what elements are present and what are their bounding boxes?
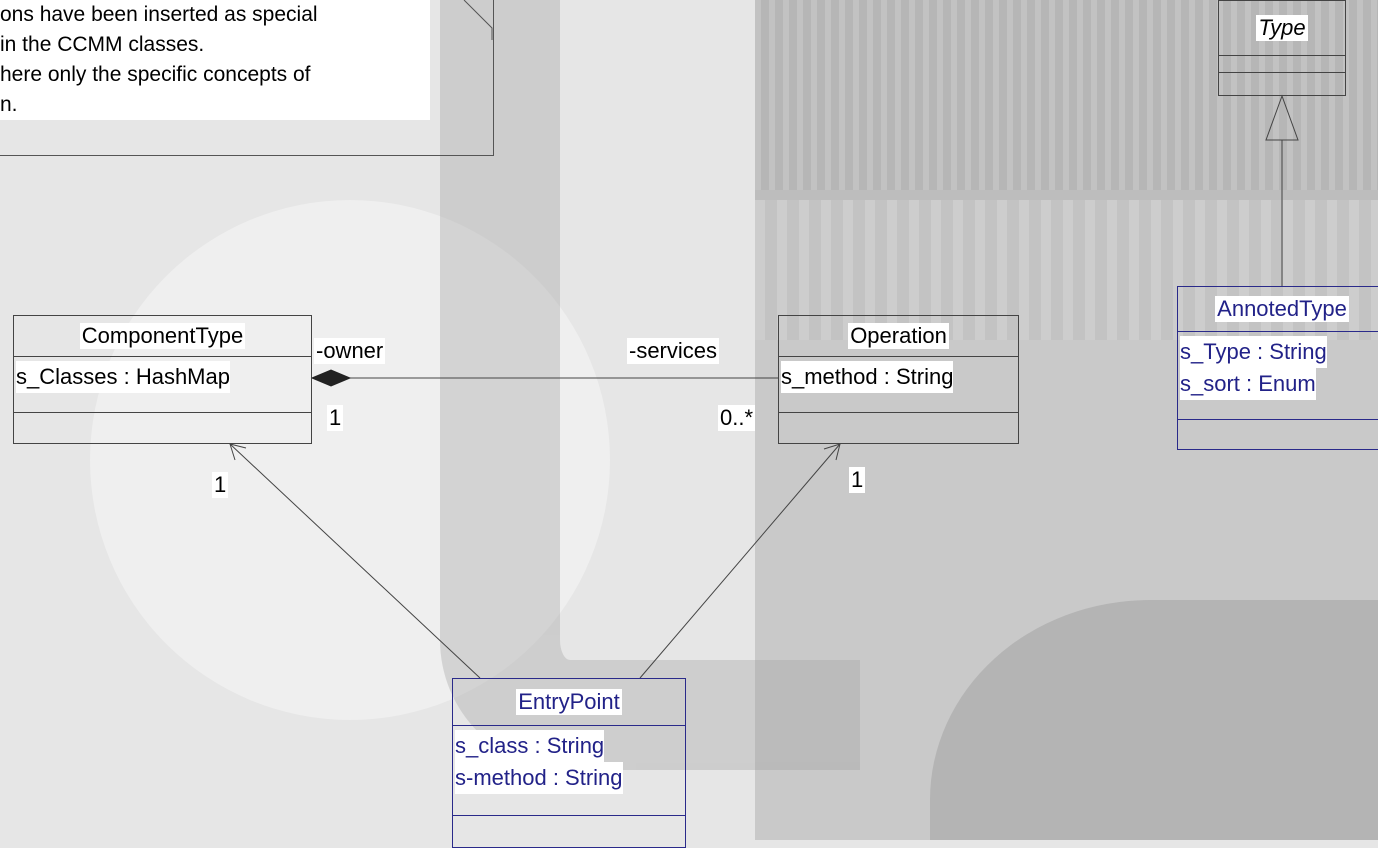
class-componenttype-name: ComponentType xyxy=(79,323,246,349)
attribute-s-classes: s_Classes : HashMap xyxy=(16,361,230,393)
class-componenttype-header: ComponentType xyxy=(14,316,311,357)
class-annotedtype-header: AnnotedType xyxy=(1178,287,1378,332)
class-type-header: Type xyxy=(1219,1,1345,56)
class-entrypoint-header: EntryPoint xyxy=(453,679,685,726)
multiplicity-services: 0..* xyxy=(718,405,756,431)
class-entrypoint-name: EntryPoint xyxy=(516,689,622,715)
background-globe-image xyxy=(90,200,610,720)
class-entrypoint-attributes: s_class : String s-method : String xyxy=(453,726,685,816)
multiplicity-owner: 1 xyxy=(327,405,344,431)
class-type[interactable]: Type xyxy=(1218,0,1346,96)
attribute-s-method: s_method : String xyxy=(781,361,954,393)
class-annotedtype-name: AnnotedType xyxy=(1215,296,1349,322)
note-fold-corner xyxy=(463,0,493,40)
class-annotedtype[interactable]: AnnotedType s_Type : String s_sort : Enu… xyxy=(1177,286,1378,450)
class-componenttype[interactable]: ComponentType s_Classes : HashMap xyxy=(13,315,312,444)
role-owner-label: -owner xyxy=(314,338,386,364)
association-entry-component xyxy=(229,443,481,679)
class-operation-name: Operation xyxy=(848,323,949,349)
note-text: ons have been inserted as special in the… xyxy=(0,0,430,120)
class-operation[interactable]: Operation s_method : String xyxy=(778,315,1019,444)
attribute-s-method-entry: s-method : String xyxy=(455,762,623,794)
class-operation-attributes: s_method : String xyxy=(779,357,1018,413)
role-services-label: -services xyxy=(627,338,720,364)
note-line: here only the specific concepts of xyxy=(0,60,430,90)
generalization-arrowhead xyxy=(1265,94,1299,141)
association-entry-operation-arrow xyxy=(823,443,841,461)
note-line: ons have been inserted as special xyxy=(0,0,430,30)
note-line: in the CCMM classes. xyxy=(0,30,430,60)
attribute-s-class: s_class : String xyxy=(455,730,605,762)
multiplicity-entry-operation: 1 xyxy=(849,467,866,493)
class-type-name: Type xyxy=(1256,15,1308,41)
composition-diamond xyxy=(310,369,352,387)
note-line: n. xyxy=(0,90,430,120)
association-entry-component-arrow xyxy=(229,443,247,461)
attribute-s-sort: s_sort : Enum xyxy=(1180,368,1316,400)
association-entry-operation xyxy=(639,443,841,679)
class-operation-header: Operation xyxy=(779,316,1018,357)
attribute-s-type: s_Type : String xyxy=(1180,336,1327,368)
class-type-attributes xyxy=(1219,56,1345,73)
uml-note xyxy=(0,0,494,156)
class-entrypoint[interactable]: EntryPoint s_class : String s-method : S… xyxy=(452,678,686,848)
multiplicity-entry-component: 1 xyxy=(212,472,229,498)
class-componenttype-attributes: s_Classes : HashMap xyxy=(14,357,311,413)
class-annotedtype-attributes: s_Type : String s_sort : Enum xyxy=(1178,332,1378,420)
